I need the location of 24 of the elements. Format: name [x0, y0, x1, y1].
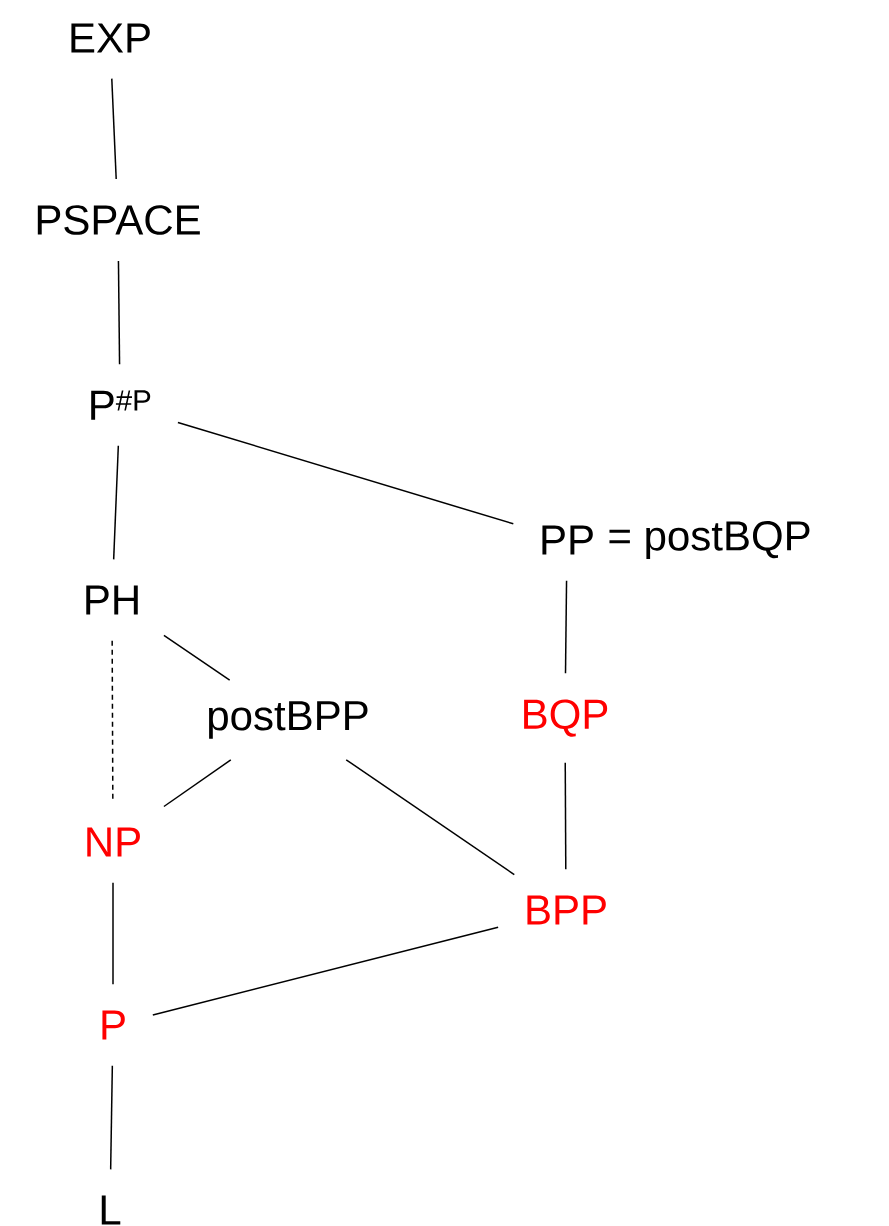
- connector-line: [345, 759, 516, 876]
- class-label: P$^{#P}$: [91, 390, 151, 420]
- class-label: PSPACE: [37, 205, 200, 235]
- connector-line: [564, 579, 568, 674]
- class-label: P: [102, 1010, 125, 1040]
- class-label: BQP: [524, 699, 608, 737]
- class-label: BPP: [527, 895, 606, 925]
- connector-line: [111, 77, 117, 180]
- class-label: L: [101, 1195, 121, 1225]
- class-label: EXP: [71, 23, 150, 53]
- connector-line: [163, 759, 232, 808]
- connector-line: [152, 926, 499, 1016]
- class-label: PH: [86, 585, 138, 615]
- class-label: postBPP: [209, 701, 368, 739]
- connector-line: [564, 762, 567, 871]
- equation-text: = postBQP: [609, 521, 810, 560]
- class-label: PP: [542, 525, 593, 555]
- class-label: NP: [87, 827, 140, 857]
- connector-line: [109, 1064, 114, 1171]
- connector-line: [163, 634, 231, 681]
- connector-line: [177, 421, 515, 525]
- connector-line: [117, 260, 121, 365]
- connector-line: [112, 445, 120, 561]
- connector-line: [112, 881, 114, 986]
